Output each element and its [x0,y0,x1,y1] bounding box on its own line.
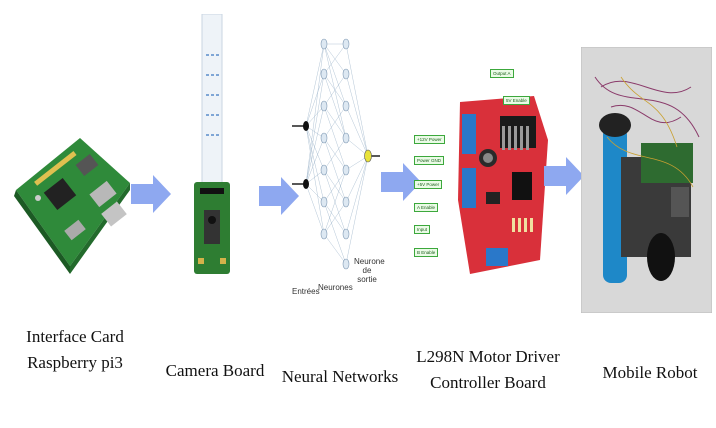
raspberry-pi-image [14,138,130,274]
driver-tag-input: Input [414,225,431,234]
caption-line: L298N Motor Driver [416,347,560,366]
flow-arrow-1-icon [131,175,171,213]
caption-line: Raspberry pi3 [27,353,123,373]
arrow-shape [544,157,584,195]
driver-tag-5v-power: +5V Power [414,180,443,189]
driver-tag-power-gnd: Power GND [414,156,445,165]
flow-arrow-4-icon [544,157,584,195]
caption-motor-driver: L298N Motor Driver Controller Board [408,344,568,397]
camera-board-image [194,14,230,274]
driver-tag-a-enable: A Enable [414,203,439,212]
caption-neural-networks: Neural Networks [280,364,400,390]
caption-line: Neural Networks [281,367,399,386]
driver-tag-12v-power: +12V Power [414,135,445,144]
motor-driver-image [458,96,548,274]
caption-line: Controller Board [430,373,546,393]
caption-interface-card: Interface Card Raspberry pi3 [0,324,150,377]
driver-tag-output-a: Output A [490,69,514,78]
neural-network-diagram [292,38,380,270]
driver-tag-b-enable: B Enable [414,248,439,257]
arrow-shape [131,175,171,213]
caption-line: Mobile Robot [602,363,698,382]
caption-camera-board: Camera Board [160,358,270,384]
flow-arrow-2-icon [259,177,299,215]
arrow-shape [381,163,421,201]
caption-line: Camera Board [165,361,265,380]
driver-tag-5v-enable: 5V Enable [503,96,530,105]
nn-input-label: Entrées [292,287,320,296]
arrow-shape [259,177,299,215]
nn-output-label: Neurone de sortie [354,257,385,284]
caption-mobile-robot: Mobile Robot [592,360,708,386]
caption-line: Interface Card [26,327,124,346]
nn-hidden-label: Neurones [318,283,353,292]
flow-arrow-3-icon [381,163,421,201]
mobile-robot-image [581,47,712,313]
